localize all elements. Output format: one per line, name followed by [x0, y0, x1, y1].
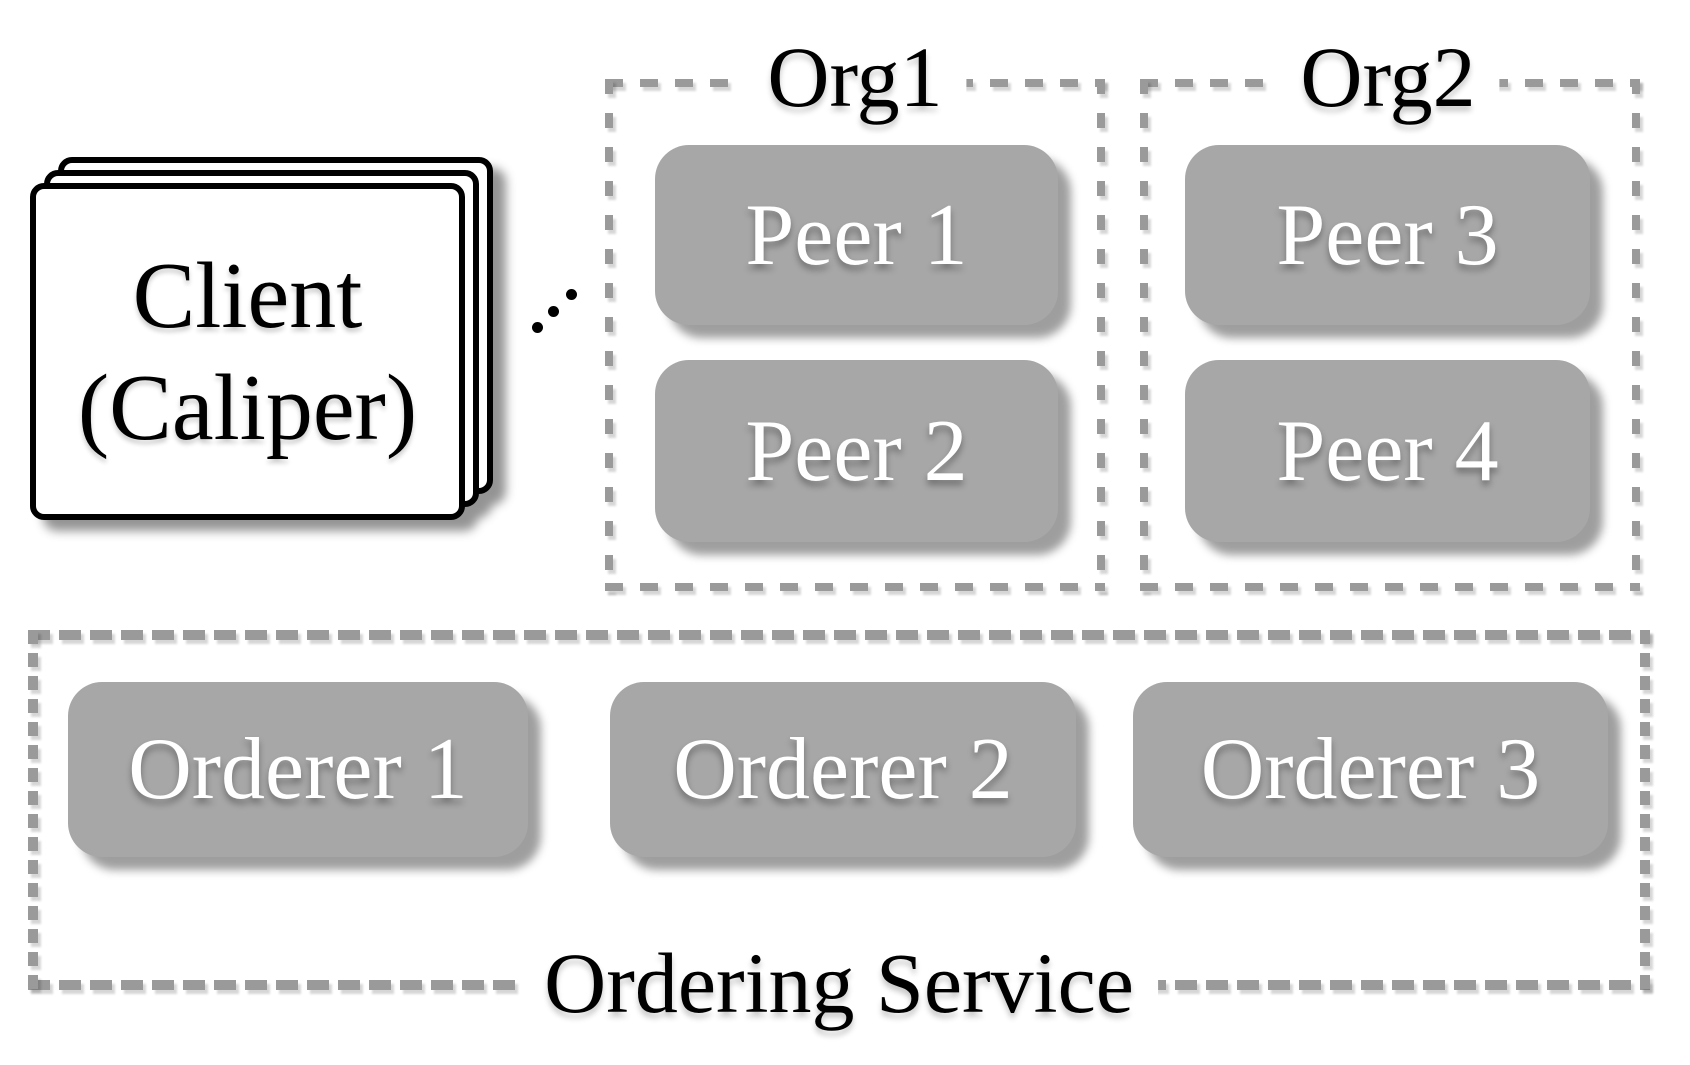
- org1-border-right: [1097, 79, 1105, 591]
- peer2-node: Peer 2: [655, 360, 1058, 542]
- org2-label: Org2: [1276, 32, 1500, 122]
- peer3-node: Peer 3: [1185, 145, 1590, 325]
- client-label: Client (Caliper): [30, 183, 465, 520]
- org2-border-left: [1140, 79, 1148, 591]
- peer4-node: Peer 4: [1185, 360, 1590, 542]
- orderer1-node: Orderer 1: [68, 682, 528, 857]
- org1-label: Org1: [743, 32, 967, 122]
- peer1-node: Peer 1: [655, 145, 1058, 325]
- org1-border-left: [605, 79, 613, 591]
- client-card-stack: [0, 0, 560, 560]
- ordering-service-label: Ordering Service: [520, 938, 1158, 1028]
- org2-border-right: [1632, 79, 1640, 591]
- client-card-front: [30, 183, 465, 520]
- ordering-border-top: [28, 630, 1650, 640]
- diagonal-ellipsis-dot: [566, 289, 577, 300]
- orderer3-node: Orderer 3: [1133, 682, 1608, 857]
- orderer2-node: Orderer 2: [610, 682, 1076, 857]
- diagonal-ellipsis-dot: [548, 306, 559, 317]
- org2-border-bottom: [1140, 583, 1640, 591]
- client-label-line1: Client: [132, 243, 363, 348]
- client-label-line2: (Caliper): [77, 355, 418, 460]
- ordering-border-left: [28, 630, 38, 990]
- org1-border-bottom: [605, 583, 1105, 591]
- diagonal-ellipsis-dot: [532, 322, 543, 333]
- ordering-border-right: [1640, 630, 1650, 990]
